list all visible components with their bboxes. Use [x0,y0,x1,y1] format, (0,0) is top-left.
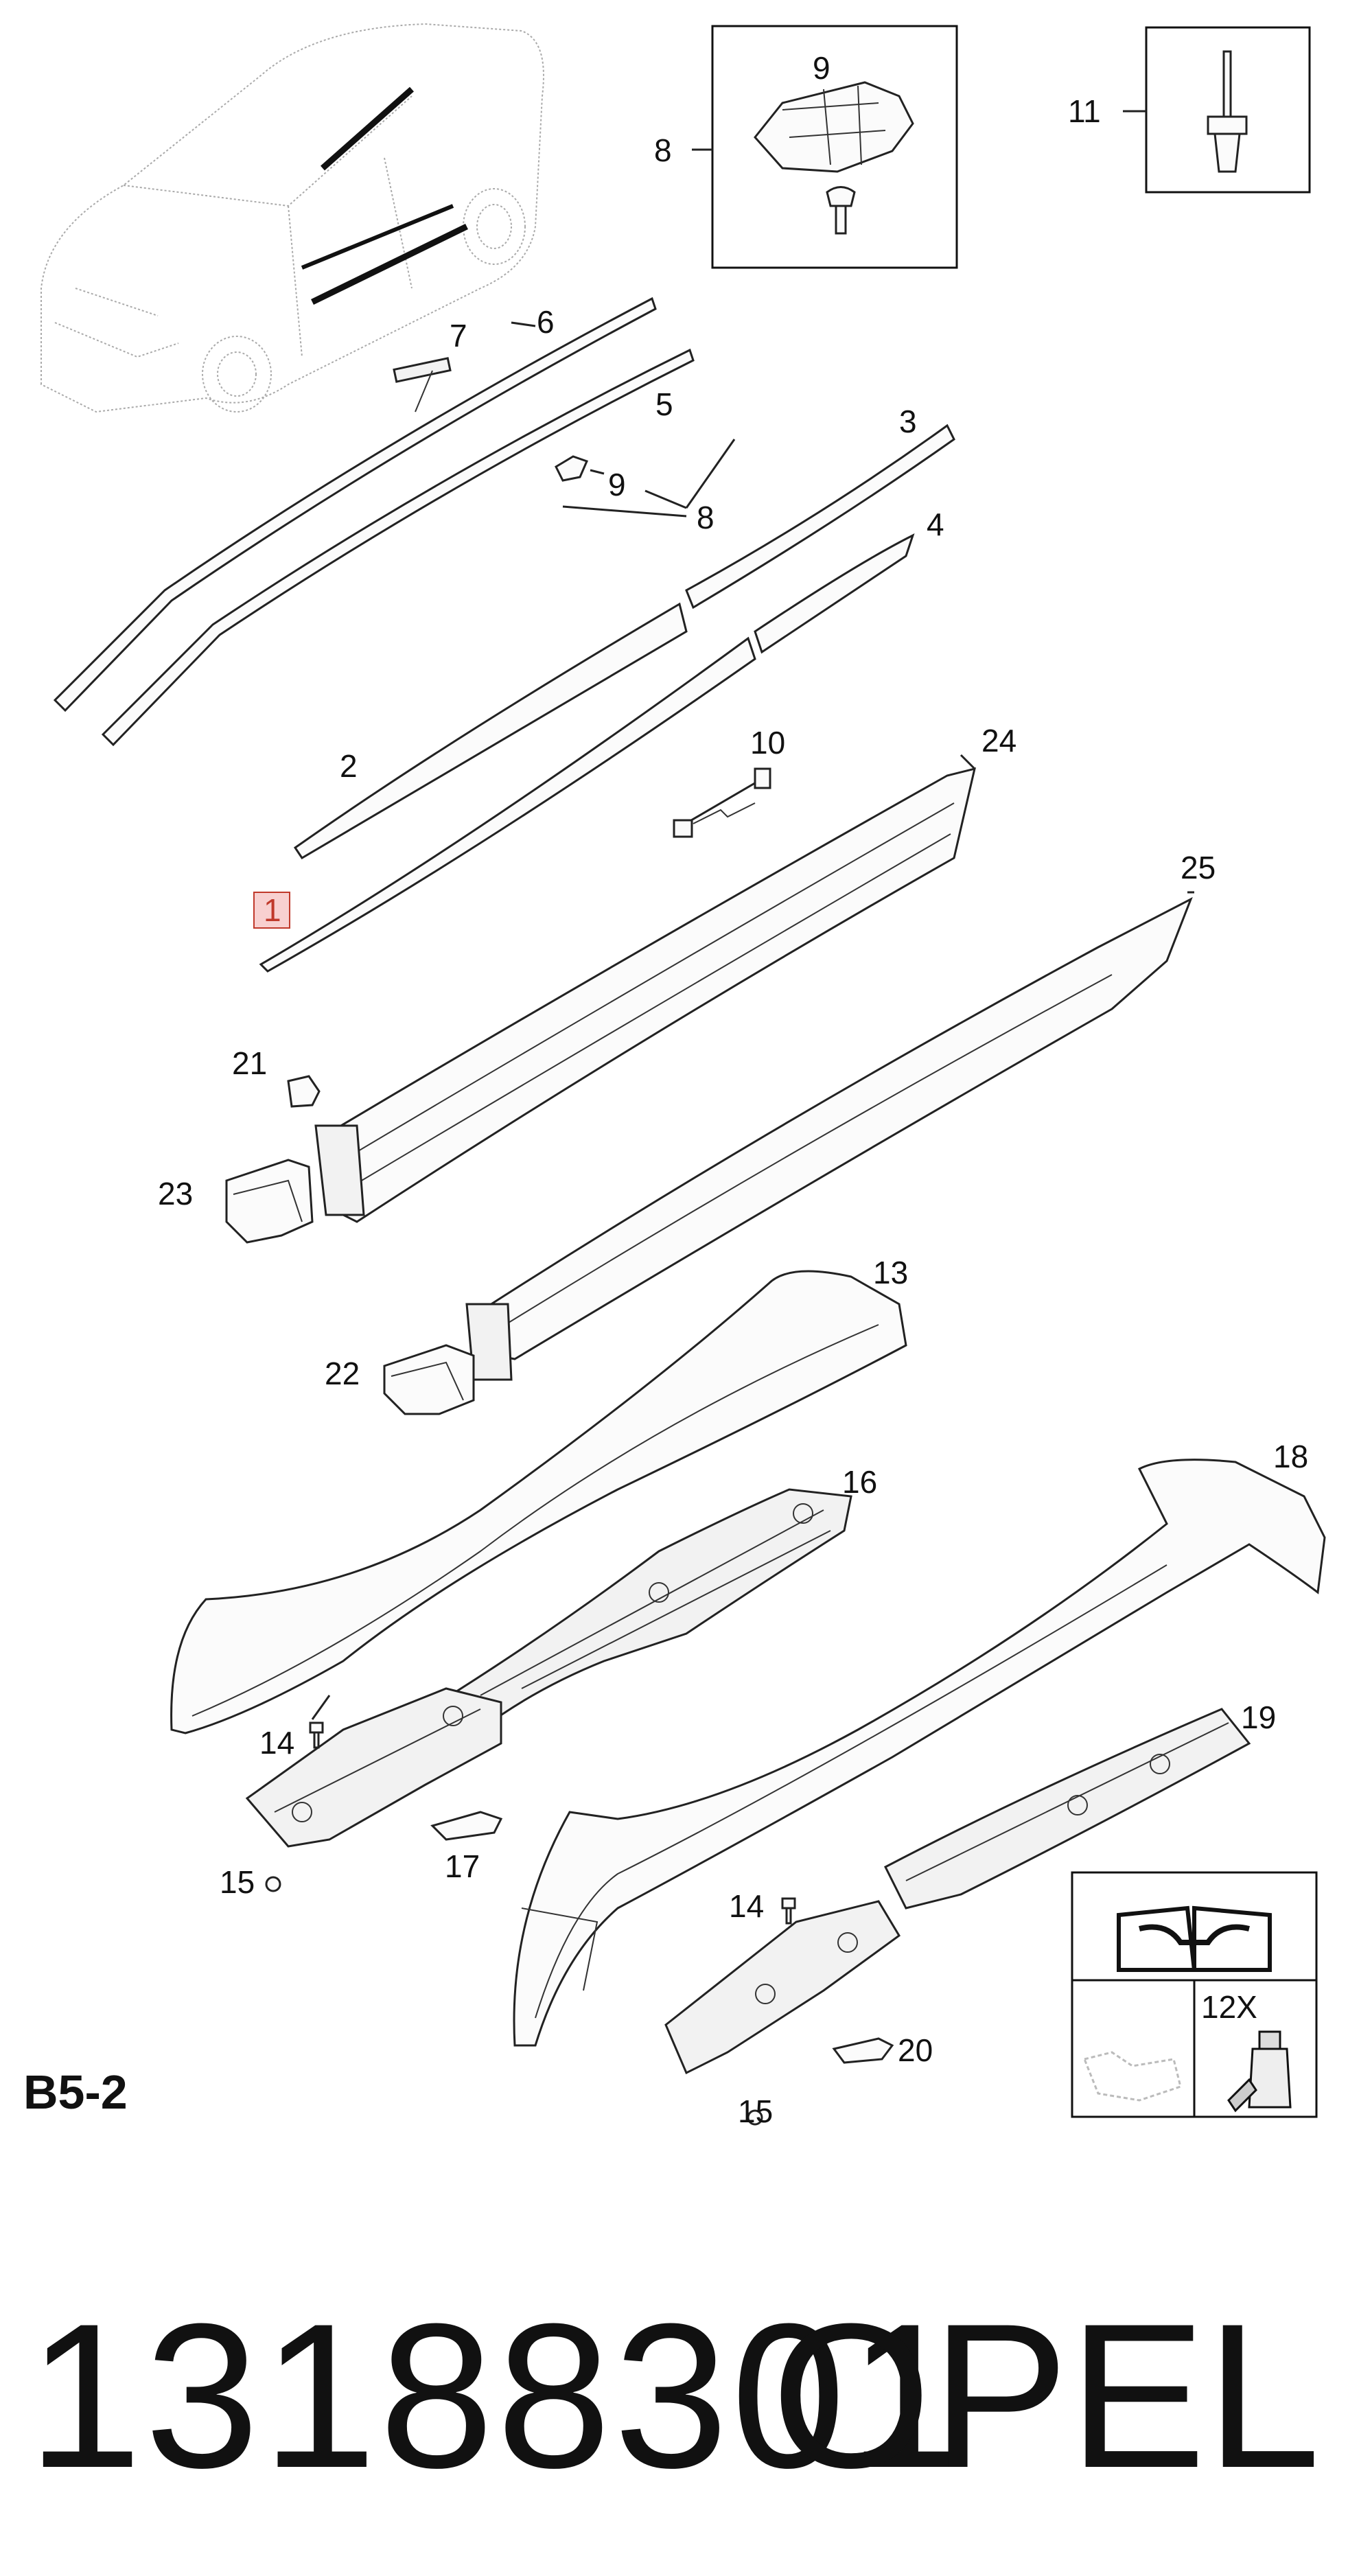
connector-part [673,767,771,838]
callout-6: 6 [537,304,555,340]
bracket-right-lower [664,1897,900,2126]
leader-lines [311,439,1194,1720]
callout-22: 22 [325,1356,360,1391]
roof-rails [53,297,695,747]
callout-8-mid: 8 [697,500,714,535]
callout-7: 7 [450,318,467,353]
side-sill-24 [314,767,977,1223]
parts-diagram: 1 2 3 4 5 6 7 8 9 9 8 10 11 13 14 14 15 … [40,23,1326,2128]
side-sill-25 [465,896,1193,1381]
clip-detail-box [692,25,958,269]
callout-8-top: 8 [654,132,672,168]
brand-name: OPEL [771,2280,1321,2511]
bracket-left-lower [245,1687,502,1848]
bracket-19 [884,1708,1251,1910]
book-wrench-icon [1117,1905,1272,1972]
car-overview-illustration [40,23,544,413]
fasteners-left [265,1721,324,1892]
callout-25: 25 [1181,850,1216,885]
footer: 13188301 OPEL [0,2251,1348,2540]
callout-21: 21 [232,1045,267,1081]
small-clip-and-pin [555,455,687,518]
callout-1: 1 [264,892,281,928]
end-cap-22 [383,1344,475,1415]
callout-13: 13 [873,1255,908,1290]
door-mouldings [253,423,955,973]
end-cap-23 [225,1075,321,1244]
callout-20: 20 [898,2032,933,2068]
bracket-16 [437,1488,852,1731]
callout-19: 19 [1241,1699,1276,1735]
callout-3: 3 [899,404,917,439]
callout-11: 11 [1068,93,1101,129]
callout-23: 23 [158,1176,193,1211]
callout-15-left: 15 [220,1864,255,1900]
rear-spoiler-13 [170,1270,907,1734]
adhesive-bottle-icon [1227,2030,1292,2113]
callout-16: 16 [842,1464,877,1500]
callout-10: 10 [750,725,785,761]
callout-24: 24 [981,723,1016,758]
part-number: 13188301 [27,2280,966,2511]
rivet-detail-box [1123,26,1311,194]
rear-spoiler-18 [513,1459,1326,2047]
callout-2: 2 [340,748,358,784]
callout-5: 5 [655,386,673,422]
callout-9-mid: 9 [608,467,626,502]
tools-quantity-label: 12X [1201,1989,1257,2025]
clip-17 [430,1811,503,1841]
callout-18: 18 [1273,1439,1308,1474]
callout-4: 4 [927,507,944,542]
callout-14-right: 14 [729,1888,764,1924]
callout-17: 17 [445,1848,480,1884]
callout-9-top: 9 [813,50,830,86]
section-code: B5-2 [23,2065,128,2119]
adhesive-applicator-icon [1082,2051,1182,2102]
callout-14-left: 14 [259,1725,294,1761]
callout-15-right: 15 [738,2093,773,2128]
